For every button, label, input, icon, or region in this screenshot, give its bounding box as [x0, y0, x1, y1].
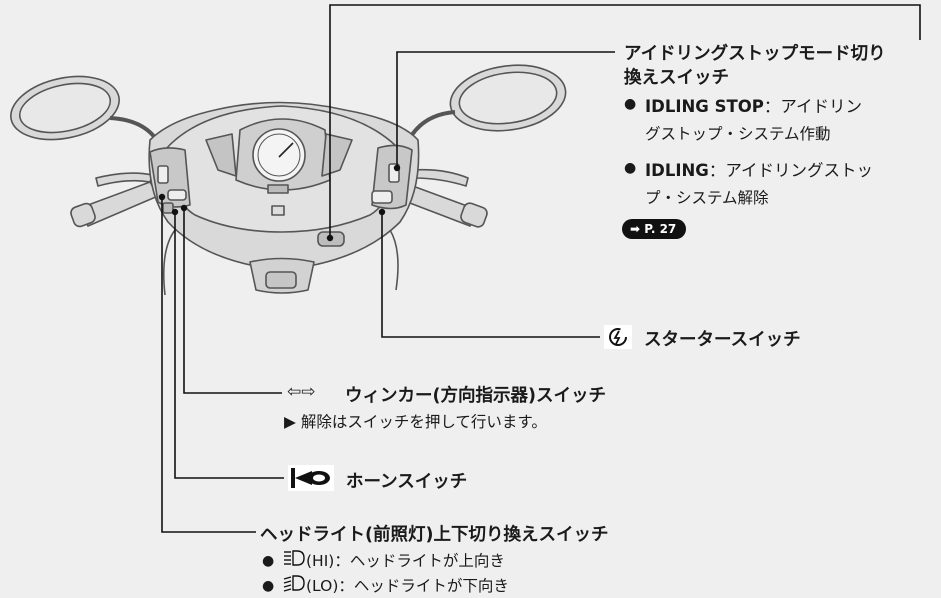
leader-lines	[161, 4, 921, 533]
bullet-dot: ●	[624, 160, 637, 176]
left-mirror	[10, 75, 164, 151]
turn-signal-arrows-icon: ⇦⇨	[287, 382, 316, 402]
bullet-dot: ●	[262, 553, 275, 569]
leader-line-winker	[183, 208, 282, 394]
page-reference-text: P. 27	[644, 222, 677, 236]
idling-switch-title-line1: アイドリングストップモード切り	[624, 44, 886, 64]
winker-switch-label: ウィンカー(方向指示器)スイッチ	[345, 386, 606, 406]
winker-note-text: 解除はスイッチを押して行います。	[300, 413, 547, 431]
horn-icon	[288, 465, 334, 491]
page-reference-link[interactable]: ➡ P. 27	[622, 219, 687, 239]
high-beam-code: (HI)	[306, 552, 335, 570]
idling-label: IDLING	[645, 161, 709, 180]
pointer-dot-idling-2	[393, 164, 401, 172]
left-switch-box	[149, 147, 191, 214]
play-triangle-icon: ▶	[284, 413, 301, 431]
low-beam-code: (LO)	[306, 577, 339, 595]
right-switch-box	[371, 144, 413, 210]
arrow-right-icon: ➡	[630, 222, 641, 236]
idling-stop-item: IDLING STOP：アイドリン	[645, 93, 862, 117]
idling-stop-label: IDLING STOP	[645, 97, 764, 116]
left-grip	[70, 172, 159, 228]
low-beam-desc: ：ヘッドライトが下向き	[338, 577, 509, 595]
leader-line-starter	[381, 212, 600, 338]
pointer-dot-idling	[326, 234, 334, 242]
pointer-dot-headlight	[158, 193, 166, 201]
pointer-dot-horn	[171, 208, 179, 216]
leader-line-horn	[174, 212, 284, 479]
leader-line-idling	[329, 4, 921, 238]
leader-line-headlight	[161, 197, 256, 533]
high-beam-item: (HI)：ヘッドライトが上向き	[306, 549, 505, 571]
bullet-dot: ●	[624, 96, 637, 112]
idling-stop-desc-line2: グストップ・システム作動	[645, 125, 831, 143]
pointer-dot-winker	[180, 204, 188, 212]
idling-desc: ：アイドリングストッ	[708, 161, 874, 180]
right-grip	[401, 168, 488, 228]
high-beam-icon	[284, 550, 305, 566]
horn-switch-label: ホーンスイッチ	[346, 472, 468, 492]
right-mirror	[403, 64, 567, 149]
low-beam-item: (LO)：ヘッドライトが下向き	[306, 574, 509, 596]
idling-item: IDLING：アイドリングストッ	[645, 157, 873, 181]
idling-stop-desc: ：アイドリン	[763, 97, 863, 116]
pointer-dot-starter	[378, 208, 386, 216]
starter-switch-label: スタータースイッチ	[644, 330, 801, 350]
idling-desc-line2: プ・システム解除	[645, 189, 769, 207]
winker-note: ▶ 解除はスイッチを押して行います。	[284, 410, 547, 432]
leader-line-idling-pointer	[396, 51, 615, 168]
speedometer	[235, 118, 331, 216]
idling-switch-title-line2: 換えスイッチ	[624, 68, 729, 88]
bullet-dot: ●	[262, 578, 275, 594]
headlight-switch-label: ヘッドライト(前照灯)上下切り換えスイッチ	[260, 525, 609, 545]
low-beam-icon	[283, 575, 305, 592]
starter-icon	[604, 325, 632, 349]
high-beam-desc: ：ヘッドライトが上向き	[334, 552, 505, 570]
